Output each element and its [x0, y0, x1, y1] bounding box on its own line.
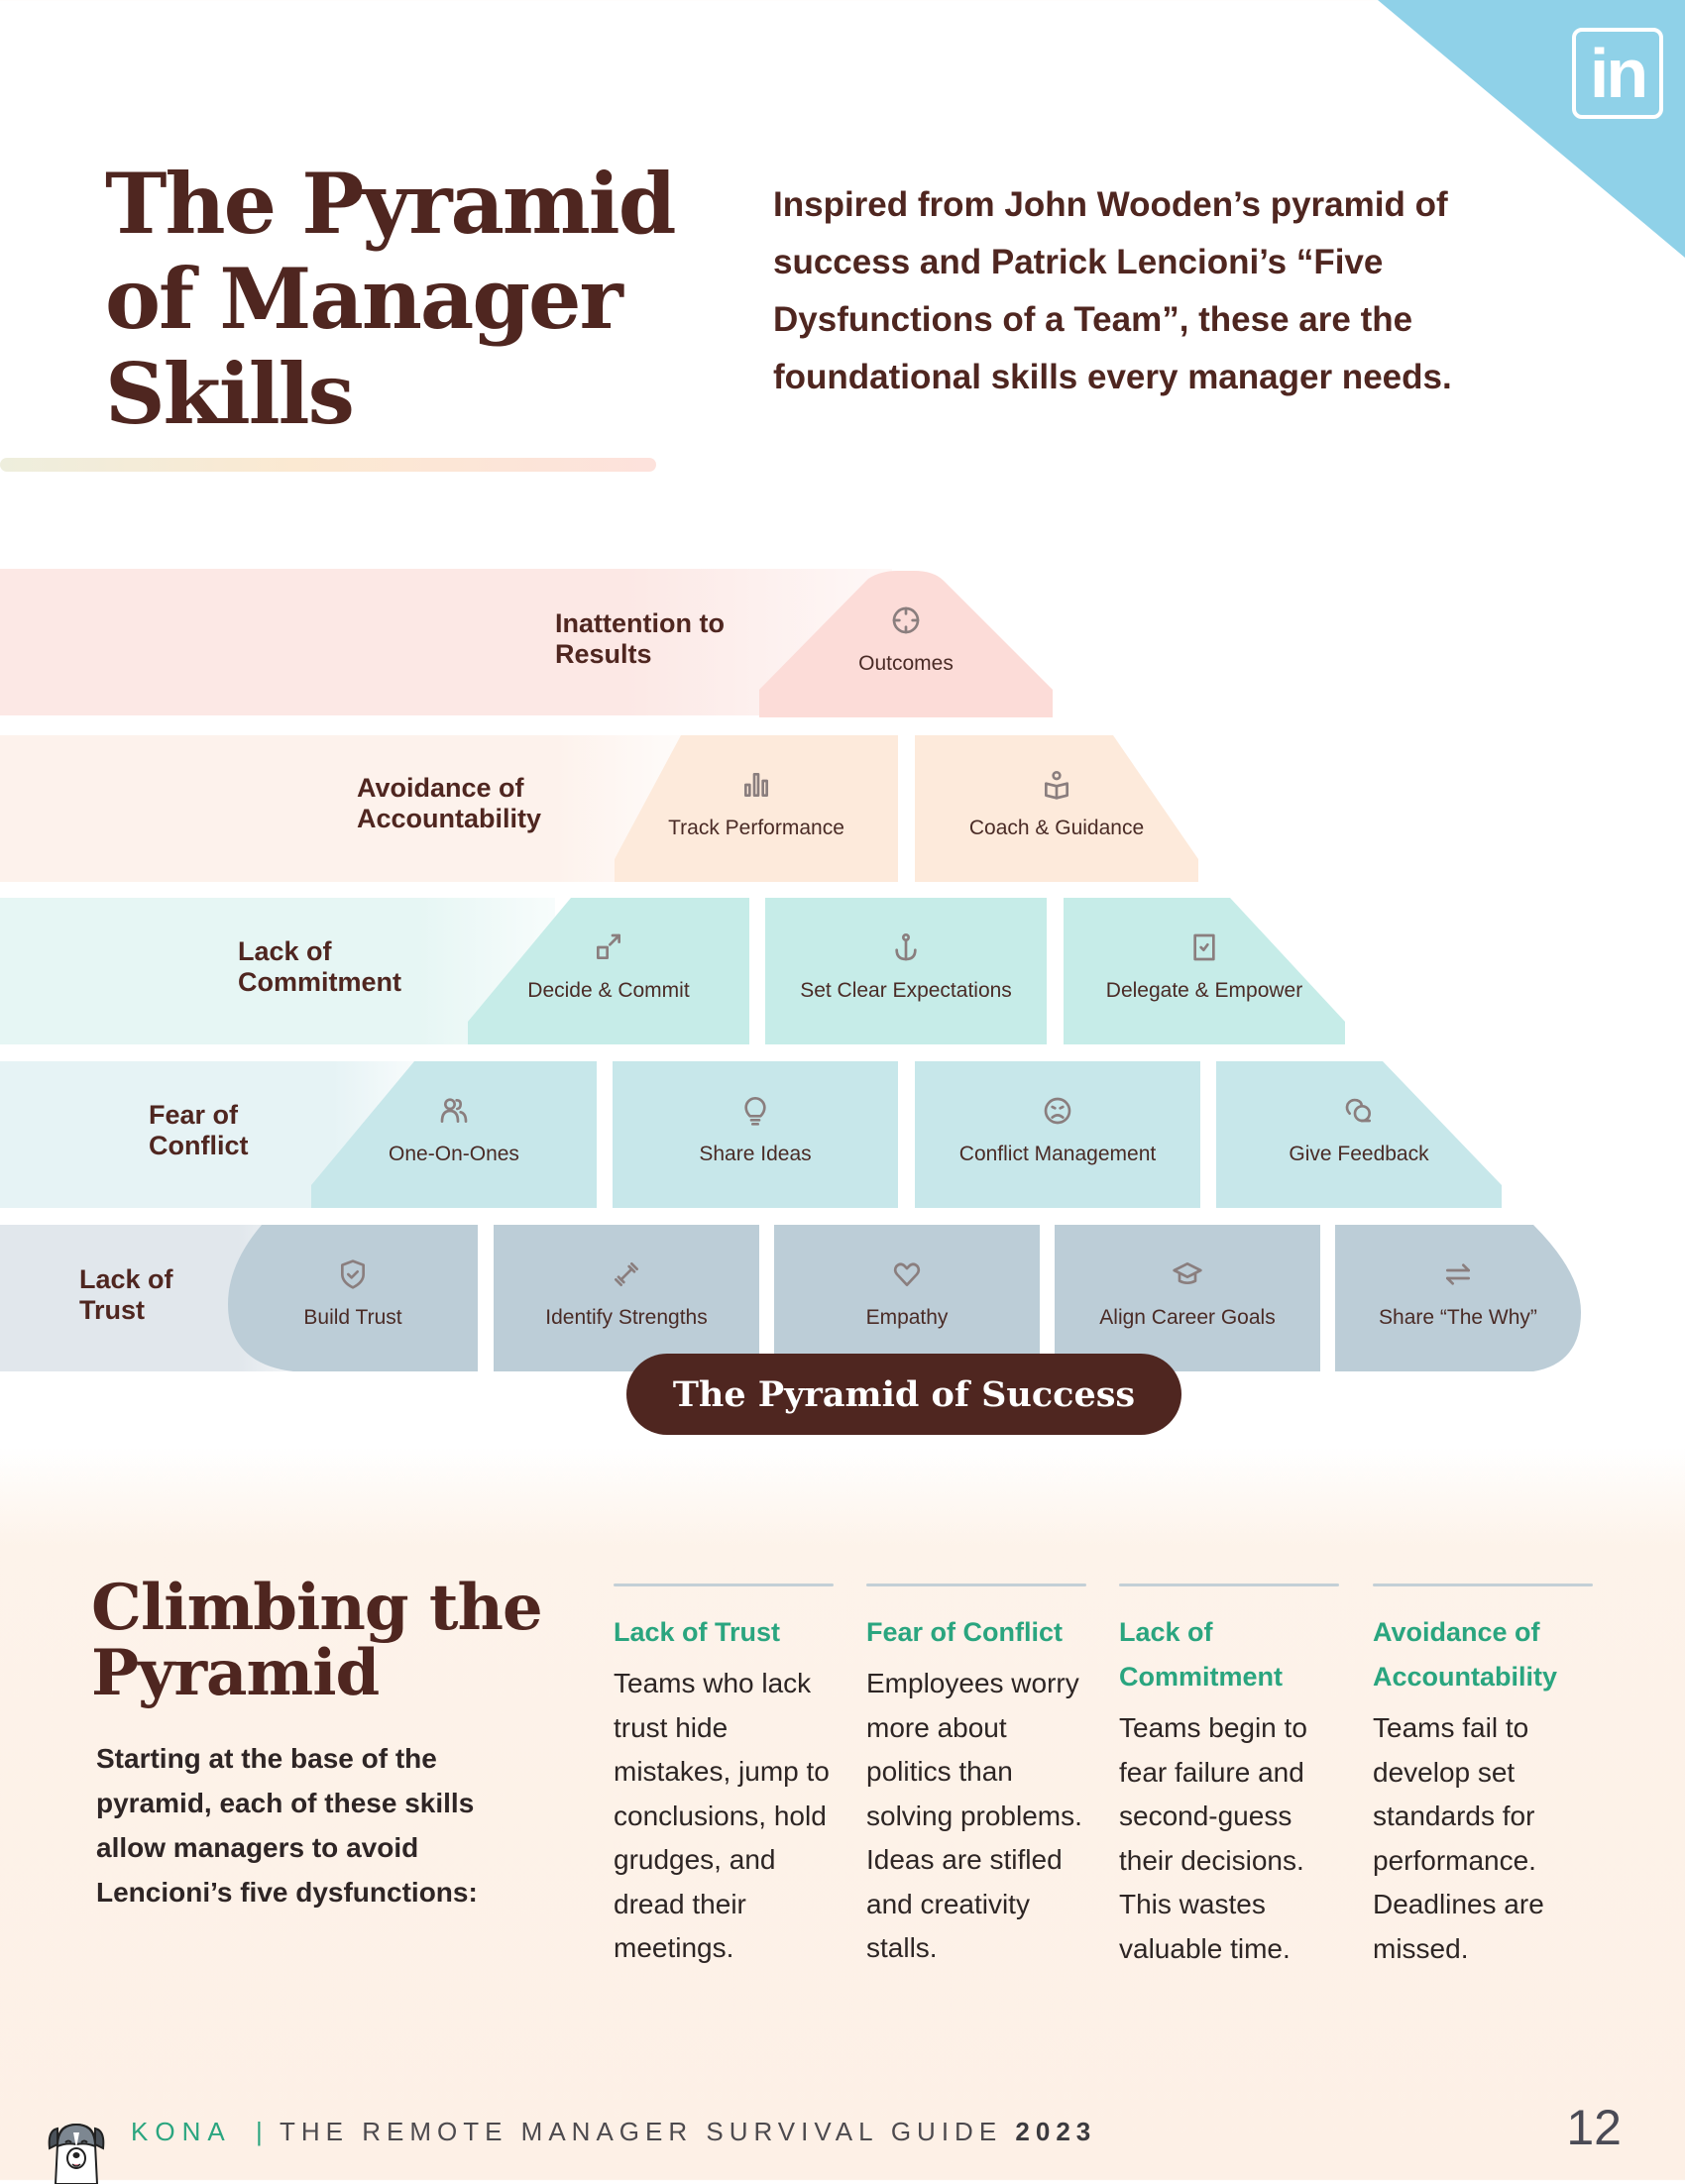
column-body: Teams fail to develop set standards for … — [1373, 1712, 1544, 1964]
column-heading: Lack of Commitment — [1119, 1617, 1284, 1692]
dysfunction-label: Inattention to Results — [555, 608, 725, 670]
climbing-title-line: Climbing the — [91, 1571, 543, 1645]
intro-paragraph: Inspired from John Wooden’s pyramid of s… — [773, 185, 1452, 396]
skill-identify-strengths[interactable]: Identify Strengths — [494, 1225, 759, 1371]
brand-name: KONA — [131, 2117, 232, 2146]
skill-share-the-why[interactable]: Share “The Why” — [1335, 1225, 1581, 1371]
checkbox-icon — [1186, 929, 1222, 965]
bar-chart-icon — [738, 767, 774, 803]
skill-give-feedback[interactable]: Give Feedback — [1216, 1061, 1502, 1208]
skill-delegate-empower[interactable]: Delegate & Empower — [1064, 898, 1345, 1044]
title-underline — [0, 458, 656, 472]
dysfunction-line: Accountability — [357, 804, 542, 833]
skill-empathy[interactable]: Empathy — [774, 1225, 1040, 1371]
chat-bubbles-icon — [1341, 1093, 1377, 1129]
pyramid-row-results — [0, 569, 892, 715]
heart-icon — [889, 1256, 925, 1292]
page-title: The Pyramid of Manager Skills — [105, 157, 739, 442]
skill-label: Track Performance — [668, 817, 844, 839]
pyramid-row-commitment — [0, 898, 555, 1044]
column-divider — [1373, 1583, 1593, 1586]
dysfunction-column: Lack of Trust Teams who lack trust hide … — [614, 1583, 843, 1971]
skill-label: Set Clear Expectations — [800, 979, 1012, 1002]
column-heading: Avoidance of Accountability — [1373, 1617, 1558, 1692]
dysfunction-label: Fear of Conflict — [149, 1100, 249, 1161]
skill-label: Decide & Commit — [527, 979, 690, 1002]
column-body: Teams who lack trust hide mistakes, jump… — [614, 1668, 830, 1963]
dysfunction-column: Lack of Commitment Teams begin to fear f… — [1119, 1583, 1349, 1971]
dysfunction-line: Commitment — [238, 967, 402, 997]
graduation-cap-icon — [1170, 1256, 1205, 1292]
footer-separator: | — [256, 2117, 263, 2146]
climbing-description: Starting at the base of the pyramid, eac… — [96, 1743, 478, 1908]
column-heading: Lack of Trust — [614, 1617, 781, 1647]
guide-year: 2023 — [1015, 2117, 1097, 2146]
dysfunction-label: Lack of Commitment — [238, 936, 401, 998]
page-number: 12 — [1566, 2100, 1622, 2155]
dysfunction-line: Lack of — [79, 1264, 173, 1294]
skill-label: Give Feedback — [1289, 1143, 1429, 1165]
dysfunction-line: Conflict — [149, 1131, 249, 1160]
column-divider — [614, 1583, 834, 1586]
climbing-title: Climbing the Pyramid — [91, 1576, 587, 1706]
dysfunction-line: Lack of — [238, 936, 332, 966]
lightbulb-icon — [737, 1093, 773, 1129]
skill-label: Identify Strengths — [545, 1306, 708, 1329]
dysfunction-label: Lack of Trust — [79, 1264, 173, 1326]
dysfunction-column: Avoidance of Accountability Teams fail t… — [1373, 1583, 1603, 1971]
square-arrow-icon — [591, 929, 626, 965]
column-heading: Fear of Conflict — [866, 1617, 1064, 1647]
dumbbell-icon — [609, 1256, 644, 1292]
column-body: Teams begin to fear failure and second-g… — [1119, 1712, 1307, 1964]
skill-label: Outcomes — [858, 652, 954, 675]
dysfunction-line: Inattention to — [555, 608, 725, 638]
column-body: Employees worry more about politics than… — [866, 1668, 1082, 1963]
dysfunction-line: Results — [555, 639, 652, 669]
linkedin-icon[interactable]: in — [1572, 28, 1663, 119]
guide-title-text: THE REMOTE MANAGER SURVIVAL GUIDE — [280, 2117, 1003, 2146]
skill-coach-guidance[interactable]: Coach & Guidance — [915, 735, 1198, 882]
title-line: Skills — [105, 345, 355, 443]
title-line: The Pyramid — [105, 155, 676, 253]
swap-arrows-icon — [1440, 1256, 1476, 1292]
skill-set-clear-expectations[interactable]: Set Clear Expectations — [765, 898, 1047, 1044]
dog-mascot-icon — [48, 2123, 105, 2184]
column-divider — [866, 1583, 1086, 1586]
dysfunction-column: Fear of Conflict Employees worry more ab… — [866, 1583, 1096, 1971]
frown-icon — [1040, 1093, 1075, 1129]
skill-share-ideas[interactable]: Share Ideas — [613, 1061, 898, 1208]
dysfunction-line: Avoidance of — [357, 773, 524, 803]
skill-align-career-goals[interactable]: Align Career Goals — [1055, 1225, 1320, 1371]
pyramid-base-label: The Pyramid of Success — [626, 1354, 1181, 1435]
users-icon — [436, 1093, 472, 1129]
anchor-icon — [888, 929, 924, 965]
skill-label: Build Trust — [303, 1306, 402, 1329]
skill-label: Share Ideas — [699, 1143, 812, 1165]
column-divider — [1119, 1583, 1339, 1586]
skill-label: Conflict Management — [958, 1143, 1157, 1165]
guide-title: THE REMOTE MANAGER SURVIVAL GUIDE 2023 — [280, 2117, 1096, 2147]
footer: KONA | THE REMOTE MANAGER SURVIVAL GUIDE… — [0, 2099, 1685, 2184]
skill-build-trust[interactable]: Build Trust — [228, 1225, 478, 1371]
skill-label: Delegate & Empower — [1105, 979, 1303, 1002]
skill-label: Align Career Goals — [1099, 1306, 1276, 1329]
dysfunction-line: Trust — [79, 1295, 146, 1325]
skill-label: Share “The Why” — [1379, 1306, 1537, 1329]
dysfunction-label: Avoidance of Accountability — [357, 773, 541, 834]
skill-label: Empathy — [865, 1306, 949, 1329]
person-book-icon — [1039, 767, 1074, 803]
pyramid-row-accountability — [0, 735, 694, 882]
shield-check-icon — [335, 1256, 371, 1292]
skill-label: Coach & Guidance — [968, 817, 1145, 839]
climbing-title-line: Pyramid — [91, 1636, 380, 1710]
skill-label: One-On-Ones — [389, 1143, 519, 1165]
title-line: of Manager — [105, 250, 623, 348]
skill-conflict-management[interactable]: Conflict Management — [915, 1061, 1200, 1208]
dysfunction-line: Fear of — [149, 1100, 239, 1130]
crosshair-icon — [888, 602, 924, 638]
